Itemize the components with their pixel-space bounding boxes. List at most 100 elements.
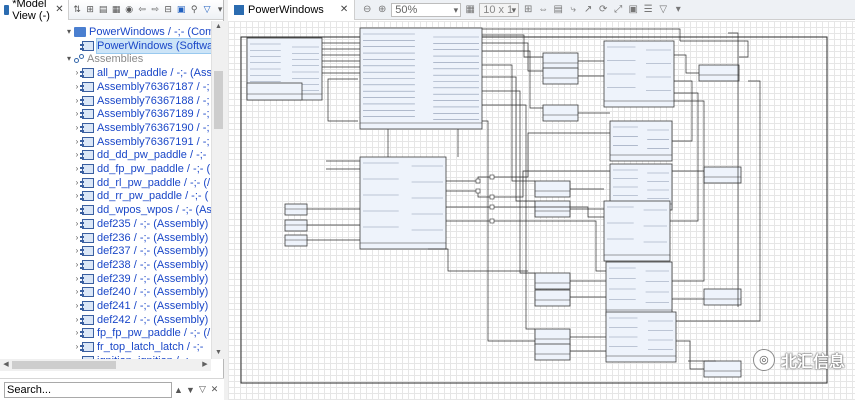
zoom-out-icon[interactable]: ⊖ (363, 3, 372, 15)
model-view-tool-icon[interactable]: ⇦ (138, 4, 146, 14)
tree-item[interactable]: ›dd_rl_pw_paddle / -;- (/ (72, 176, 210, 190)
collapsed-icon[interactable]: › (75, 109, 79, 119)
model-view-tool-icon[interactable]: ⇅ (73, 4, 81, 14)
fit-icon[interactable]: ⤢ (614, 3, 623, 15)
view-menu-icon[interactable]: ▾ (675, 3, 681, 15)
search-down-icon[interactable]: ▼ (186, 384, 195, 395)
scroll-thumb-horizontal[interactable] (12, 361, 116, 369)
zoom-select[interactable]: 50% (391, 2, 462, 17)
model-view-tool-icon[interactable]: ▣ (176, 4, 186, 14)
collapsed-icon[interactable]: › (75, 218, 79, 228)
search-input[interactable] (4, 381, 172, 398)
collapsed-icon[interactable]: › (75, 68, 79, 78)
grid-size-select[interactable]: 10 x 1 (479, 2, 520, 17)
tree-item[interactable]: ›fr_top_latch_latch / -;- (72, 340, 204, 354)
tree-item[interactable]: ›Assembly76367190 / -; (72, 121, 210, 135)
zoom-in-icon[interactable]: ⊕ (378, 3, 387, 15)
route-direct-icon[interactable]: ↗ (584, 3, 593, 15)
collapsed-icon[interactable]: › (75, 259, 79, 269)
collapsed-icon[interactable]: › (75, 81, 79, 91)
close-icon[interactable]: ✕ (339, 4, 349, 15)
tree-item[interactable]: › Assembly76367188 / -; (72, 94, 210, 108)
expanded-icon[interactable]: ▾ (66, 54, 71, 64)
route-icon[interactable]: ⤷ (570, 3, 576, 15)
connector-line (482, 90, 535, 274)
scroll-up-icon[interactable]: ▲ (215, 23, 222, 30)
tree-item[interactable]: ›dd_fp_pw_paddle / -;- ( (72, 162, 210, 176)
close-icon[interactable]: ✕ (55, 4, 64, 15)
collapsed-icon[interactable]: › (75, 273, 79, 283)
tree-item[interactable]: ›def239 / -;- (Assembly) (72, 272, 209, 286)
tree-item[interactable]: ›def242 / -;- (Assembly) (72, 313, 209, 327)
tree-item[interactable]: ›def236 / -;- (Assembly) (72, 231, 209, 245)
tree-item[interactable]: ›Assembly76367189 / -; (72, 107, 210, 121)
diagram-canvas[interactable]: ◎ 北汇信息 (228, 21, 855, 400)
grid-icon[interactable]: ▦ (465, 3, 475, 15)
tree-item[interactable]: ›def237 / -;- (Assembly) (72, 244, 209, 258)
model-view-tool-icon[interactable]: ⚲ (190, 4, 198, 14)
tree-item[interactable]: ›Assembly76367191 / -; (72, 135, 210, 149)
collapsed-icon[interactable]: › (75, 177, 79, 187)
align-icon[interactable]: ⇔ (538, 3, 549, 15)
tree-item[interactable]: PowerWindows (Software (72, 37, 211, 54)
model-tree[interactable]: ▾PowerWindows / -;- (CompoPowerWindows (… (0, 21, 211, 359)
editor-tab-powerwindows[interactable]: PowerWindows ✕ (228, 0, 356, 20)
tree-item[interactable]: ›def238 / -;- (Assembly) (72, 258, 209, 272)
model-view-tool-icon[interactable]: ▤ (98, 4, 108, 14)
properties-icon[interactable]: ☰ (643, 3, 653, 15)
collapsed-icon[interactable]: › (72, 354, 82, 359)
search-clear-icon[interactable]: ✕ (210, 384, 219, 394)
collapsed-icon[interactable]: › (75, 314, 79, 324)
scroll-left-icon[interactable]: ◀ (3, 361, 9, 368)
connector-line (676, 80, 761, 322)
tree-item[interactable]: › def235 / -;- (Assembly) (72, 217, 209, 231)
model-view-tool-icon[interactable]: ⊞ (86, 4, 94, 14)
collapsed-icon[interactable]: › (75, 150, 79, 160)
model-view-tool-icon[interactable]: ◉ (125, 4, 134, 14)
tree-item[interactable]: ▾PowerWindows / -;- (Compo (64, 25, 211, 39)
filter-icon[interactable]: ▽ (659, 3, 668, 15)
layout-icon[interactable]: ▤ (553, 3, 563, 15)
tree-item[interactable]: ›all_pw_paddle / -;- (Ass (72, 66, 211, 80)
tree-item[interactable]: ›def241 / -;- (Assembly) (72, 299, 209, 313)
model-view-tool-icon[interactable]: ▦ (111, 4, 121, 14)
collapsed-icon[interactable]: › (75, 328, 79, 338)
tree-item[interactable]: ›Assembly76367187 / -; (72, 80, 210, 94)
model-view-tab[interactable]: *Model View (-) ✕ (0, 0, 69, 22)
collapsed-icon[interactable]: › (75, 246, 79, 256)
tree-item[interactable]: ›fp_fp_pw_paddle / -;- (/ (72, 326, 210, 340)
collapsed-icon[interactable]: › (75, 342, 79, 352)
collapsed-icon[interactable]: › (75, 301, 79, 310)
collapsed-icon[interactable]: › (75, 136, 79, 146)
tree-item-label: def235 / -;- (Assembly) (97, 217, 209, 230)
tree-item[interactable]: ›dd_wpos_wpos / -;- (As (72, 203, 211, 217)
collapsed-icon[interactable]: › (75, 287, 79, 297)
search-up-icon[interactable]: ▲ (174, 384, 183, 395)
export-icon[interactable]: ▣ (628, 3, 638, 15)
tree-horizontal-scrollbar[interactable]: ◀ ▶ (0, 359, 211, 371)
scroll-down-icon[interactable]: ▼ (215, 349, 222, 356)
expanded-icon[interactable]: ▾ (66, 27, 71, 36)
tree-vertical-scrollbar[interactable]: ▲ ▼ (211, 21, 224, 359)
model-view-tool-icon[interactable]: ⊟ (164, 4, 172, 14)
collapsed-icon[interactable]: › (75, 122, 79, 132)
snap-icon[interactable]: ⊞ (524, 3, 533, 15)
model-view-tool-icon[interactable]: ▾ (217, 4, 223, 14)
search-filter-icon[interactable]: ▽ (199, 384, 206, 394)
tree-item[interactable]: ›def240 / -;- (Assembly) (72, 285, 209, 299)
model-view-tool-icon[interactable]: ⇨ (151, 4, 159, 14)
model-view-tool-icon[interactable]: ▽ (203, 4, 211, 14)
tree-item[interactable]: ›dd_dd_pw_paddle / -;- (72, 148, 207, 162)
collapsed-icon[interactable]: › (75, 164, 79, 173)
tree-item[interactable]: ▾Assemblies (64, 52, 143, 66)
tree-item-label: Assembly76367188 / -; (97, 94, 210, 107)
collapsed-icon[interactable]: › (75, 191, 79, 201)
scroll-thumb[interactable] (214, 71, 223, 129)
tree-item[interactable]: ›ignition_ignition / -;- (72, 354, 192, 359)
scroll-right-icon[interactable]: ▶ (202, 361, 208, 368)
collapsed-icon[interactable]: › (75, 232, 79, 242)
collapsed-icon[interactable]: › (75, 205, 79, 215)
tree-item[interactable]: ›dd_rr_pw_paddle / -;- ( (72, 189, 209, 203)
collapsed-icon[interactable]: › (75, 95, 79, 105)
refresh-icon[interactable]: ⟳ (599, 3, 608, 15)
